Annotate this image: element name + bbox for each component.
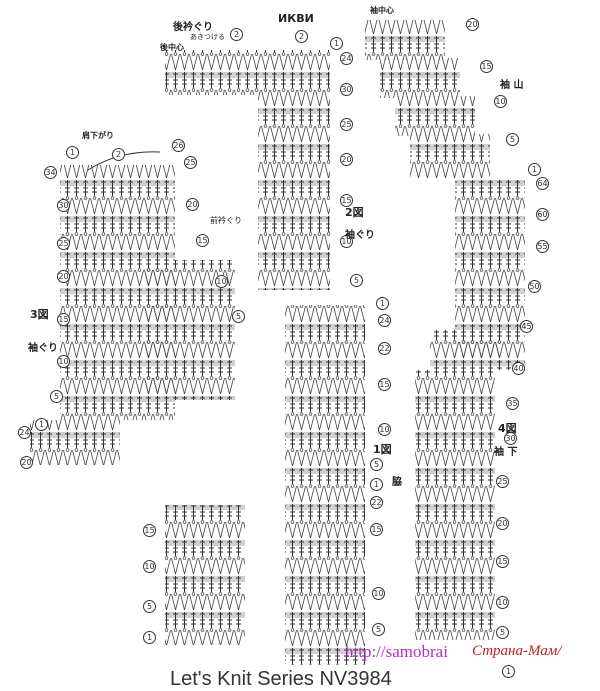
row-number: 40 [512, 362, 525, 375]
label-attach: あきつける [190, 33, 225, 41]
row-number: 55 [536, 240, 549, 253]
row-number: 34 [44, 166, 57, 179]
row-number: 25 [496, 475, 509, 488]
label-fig2: 2図 [345, 206, 364, 219]
row-number: 1 [376, 297, 389, 310]
row-number: 5 [350, 274, 363, 287]
row-number: 25 [184, 156, 197, 169]
row-number: 1 [370, 478, 383, 491]
label-fig1: 1図 [373, 443, 392, 456]
footer-series-title: Let's Knit Series NV3984 [170, 668, 392, 690]
row-number: 20 [340, 153, 353, 166]
row-number: 15 [496, 555, 509, 568]
row-number: 15 [57, 313, 70, 326]
chart-block-fig3-lower [165, 505, 245, 645]
row-number: 10 [378, 423, 391, 436]
row-number: 10 [372, 587, 385, 600]
row-number: 1 [143, 631, 156, 644]
row-number: 15 [143, 524, 156, 537]
row-number: 2 [112, 148, 125, 161]
watermark-site: Страна-Мам/ [472, 643, 562, 659]
chart-blocks [30, 20, 525, 665]
row-number: 10 [57, 355, 70, 368]
watermark-url: http://samobrai [345, 642, 448, 661]
row-number: 1 [330, 37, 343, 50]
row-number: 2 [295, 30, 308, 43]
row-number: 15 [480, 60, 493, 73]
row-number: 10 [494, 95, 507, 108]
row-number: 20 [496, 517, 509, 530]
row-number: 20 [466, 18, 479, 31]
label-armhole-left: 袖ぐり [28, 343, 58, 354]
chart-block-fig4-f [430, 330, 500, 370]
label-underarm: 袖 下 [494, 447, 518, 458]
row-number: 35 [506, 397, 519, 410]
chart-block-fig4-g [415, 370, 495, 640]
row-number: 5 [370, 458, 383, 471]
label-shoulder-slope: 肩下がり [82, 131, 114, 140]
chart-block-fig1-body [285, 305, 365, 665]
chart-block-fig4-a [365, 20, 445, 60]
chart-block-fig4-c [395, 96, 475, 136]
row-number: 5 [372, 623, 385, 636]
label-armhole-mid: 袖ぐり [345, 230, 375, 241]
row-number: 20 [20, 456, 33, 469]
chart-block-fig4-b [380, 58, 460, 98]
row-number: 22 [370, 496, 383, 509]
chart-block-fig2-top [165, 50, 330, 95]
row-number: 10 [496, 596, 509, 609]
row-number: 20 [186, 198, 199, 211]
chart-block-fig2-body [258, 95, 330, 290]
label-back-center: 後中心 [160, 43, 184, 52]
row-number: 1 [528, 163, 541, 176]
row-number: 60 [536, 208, 549, 221]
label-fig4: 4図 [498, 422, 517, 435]
row-number: 24 [340, 52, 353, 65]
row-number: 25 [57, 237, 70, 250]
label-sleeve-cap: 袖 山 [500, 80, 524, 91]
row-number: 30 [340, 83, 353, 96]
row-number: 5 [506, 133, 519, 146]
row-number: 2 [230, 28, 243, 41]
row-number: 1 [502, 665, 515, 678]
row-number: 1 [35, 418, 48, 431]
label-mirror-title: ИКВИ [278, 12, 314, 25]
row-number: 64 [536, 177, 549, 190]
row-number: 10 [340, 235, 353, 248]
row-number: 50 [528, 280, 541, 293]
chart-block-fig4-d [410, 134, 490, 179]
row-number: 45 [520, 320, 533, 333]
row-number: 1 [66, 146, 79, 159]
label-back-neckline: 後衿ぐり [173, 22, 213, 33]
label-front-neckline: 前衿ぐり [210, 216, 242, 225]
row-number: 30 [504, 432, 517, 445]
row-number: 20 [57, 270, 70, 283]
row-number: 5 [496, 626, 509, 639]
row-number: 15 [340, 194, 353, 207]
row-number: 15 [378, 378, 391, 391]
row-number: 24 [378, 314, 391, 327]
label-sleeve-center: 袖中心 [370, 6, 394, 15]
row-number: 26 [172, 139, 185, 152]
row-number: 15 [196, 234, 209, 247]
label-fig3: 3図 [30, 308, 49, 321]
row-number: 30 [57, 199, 70, 212]
row-number: 10 [143, 560, 156, 573]
row-number: 24 [18, 426, 31, 439]
label-side: 脇 [392, 477, 402, 488]
row-number: 15 [370, 523, 383, 536]
row-number: 22 [378, 342, 391, 355]
row-number: 10 [215, 275, 228, 288]
row-number: 25 [340, 118, 353, 131]
row-number: 5 [50, 390, 63, 403]
row-number: 5 [143, 600, 156, 613]
row-number: 5 [232, 310, 245, 323]
